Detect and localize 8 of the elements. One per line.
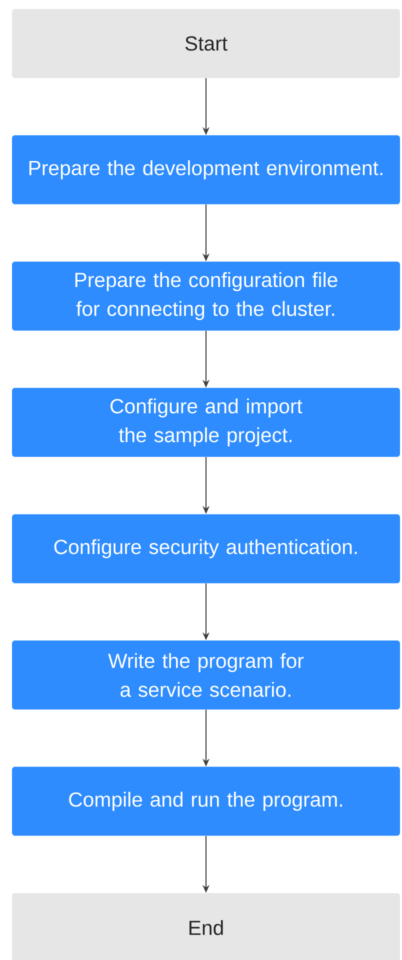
process-box: Write the program for a service scenario. (12, 640, 400, 710)
process-box: Prepare the development environment. (12, 135, 400, 204)
terminal-box: End (12, 893, 400, 960)
process-box: Configure security authentication. (12, 514, 400, 584)
process-box: Prepare the configuration file for connecting to the cluster. (12, 262, 400, 331)
process-box: Compile and run the program. (12, 766, 400, 836)
process-box: Configure and import the sample project. (12, 388, 400, 457)
terminal-box: Start (12, 9, 400, 78)
